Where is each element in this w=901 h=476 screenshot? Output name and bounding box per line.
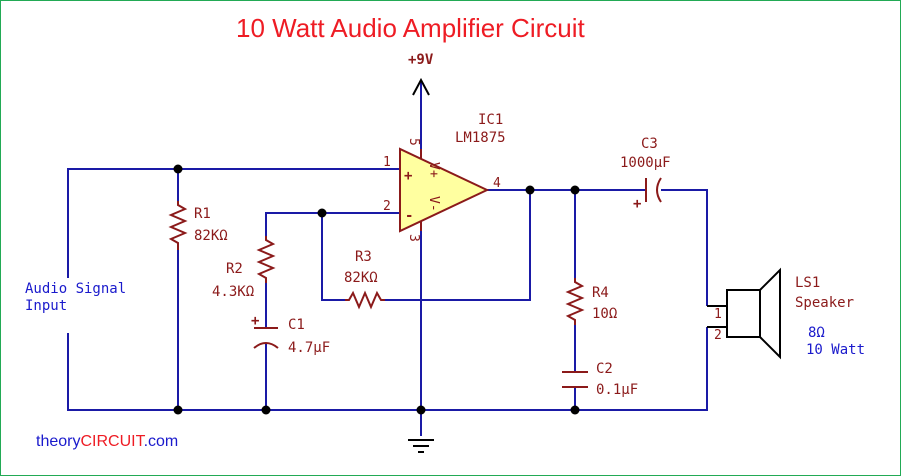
pin-number-4: 4	[493, 176, 501, 191]
junction-dot	[416, 405, 426, 415]
input-top-wire	[67, 168, 400, 278]
r3-right-wire	[385, 190, 531, 301]
r3-left-wire	[321, 213, 345, 301]
junction-dot	[173, 164, 183, 174]
ls1-ref: LS1	[795, 275, 820, 291]
junction-dot	[173, 405, 183, 415]
speaker-power: 10 Watt	[806, 342, 865, 358]
speaker-impedance: 8Ω	[808, 325, 825, 341]
c1-value: 4.7µF	[288, 340, 330, 356]
junction-dot	[525, 185, 535, 195]
speaker-icon	[707, 267, 781, 360]
opamp-plus-sign: +	[404, 168, 412, 184]
c3-ref: C3	[641, 136, 658, 152]
wires	[67, 82, 708, 436]
input-label-line1: Audio Signal	[25, 281, 126, 297]
pin-number-1: 1	[383, 155, 391, 170]
supply-label: +9V	[408, 52, 434, 68]
r2-ref: R2	[226, 261, 243, 277]
brand-watermark: theoryCIRCUIT.com	[36, 433, 178, 450]
r3-value: 82KΩ	[344, 270, 378, 286]
r3-ref: R3	[355, 249, 372, 265]
speaker-pin-1: 1	[714, 307, 722, 322]
resistor-r2	[256, 236, 276, 283]
inv-input-wire	[265, 212, 400, 236]
resistor-r1	[168, 201, 188, 250]
resistor-r4	[565, 278, 585, 325]
ground-icon	[408, 439, 434, 453]
opamp-ic1	[399, 147, 490, 233]
c2-ref: C2	[596, 361, 613, 377]
c1-polarity: +	[251, 313, 259, 329]
supply-arrow-icon	[412, 77, 430, 96]
r2-value: 4.3KΩ	[212, 284, 254, 300]
c2-value: 0.1µF	[596, 382, 638, 398]
r1-ref: R1	[194, 206, 211, 222]
r4-value: 10Ω	[592, 306, 617, 322]
junction-dot	[570, 405, 580, 415]
opamp-vplus-label: V+	[426, 162, 441, 178]
c3-speaker-wire	[661, 189, 708, 306]
ground-rail-wire	[67, 327, 708, 411]
capacitor-c1	[253, 327, 279, 349]
pin-number-3: 3	[406, 234, 421, 242]
ic-ref-label: IC1	[478, 112, 503, 128]
diagram-title: 10 Watt Audio Amplifier Circuit	[236, 13, 586, 43]
ls1-name: Speaker	[795, 295, 854, 311]
input-label-line2: Input	[25, 298, 67, 314]
opamp-triangle	[399, 147, 490, 233]
opamp-vminus-label: V-	[426, 196, 441, 212]
resistor-r3	[345, 290, 385, 310]
pin-number-2: 2	[383, 199, 391, 214]
capacitor-c3	[645, 177, 662, 203]
c3-value: 1000µF	[620, 155, 671, 171]
speaker-pin-2: 2	[714, 328, 722, 343]
junction-dot	[570, 185, 580, 195]
junction-dot	[261, 405, 271, 415]
r1-value: 82KΩ	[194, 228, 228, 244]
c3-polarity: +	[633, 196, 641, 212]
r4-ref: R4	[592, 285, 609, 301]
c1-ref: C1	[288, 317, 305, 333]
pin-number-5: 5	[406, 138, 421, 146]
opamp-minus-sign: -	[405, 208, 413, 224]
ic-part-label: LM1875	[455, 130, 506, 146]
junction-dot	[317, 208, 327, 218]
junctions	[173, 164, 580, 415]
capacitor-c2	[562, 371, 588, 388]
